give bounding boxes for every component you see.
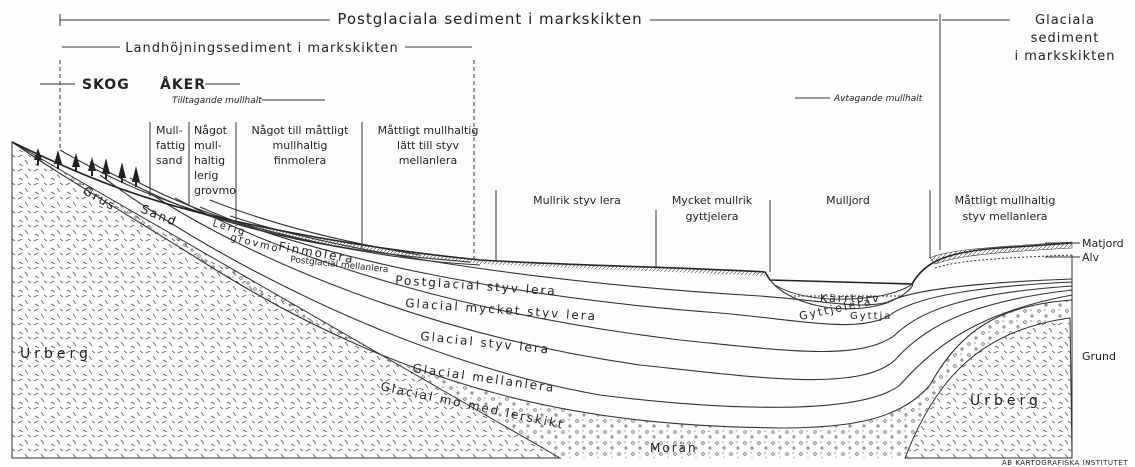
label-matjord: Matjord xyxy=(1082,237,1124,250)
label-avtagande: Avtagande mullhalt xyxy=(833,94,923,104)
svg-text:Postglacial styv lera: Postglacial styv lera xyxy=(395,273,557,298)
svg-text:Urberg: Urberg xyxy=(970,393,1042,409)
svg-text:Gyttja: Gyttja xyxy=(850,311,892,322)
svg-text:lätt till styv: lätt till styv xyxy=(397,139,459,152)
svg-text:fattig: fattig xyxy=(156,139,185,152)
svg-text:Morän: Morän xyxy=(650,441,698,455)
label-aker: ÅKER xyxy=(160,76,206,93)
header-landhojning: Landhöjningssediment i markskikten xyxy=(125,41,398,56)
svg-text:Mull-: Mull- xyxy=(156,124,183,137)
svg-text:sand: sand xyxy=(156,154,182,167)
header-postglacial: Postglaciala sediment i markskikten xyxy=(337,10,642,28)
svg-text:mull-: mull- xyxy=(194,139,222,152)
label-skog: SKOG xyxy=(82,77,130,93)
svg-text:Måttligt mullhaltig: Måttligt mullhaltig xyxy=(378,124,479,137)
header-glaciala-line2: sediment xyxy=(1031,31,1100,46)
svg-text:styv mellanlera: styv mellanlera xyxy=(963,210,1048,223)
svg-text:Mullrik styv lera: Mullrik styv lera xyxy=(533,194,621,207)
svg-text:haltig: haltig xyxy=(194,154,225,167)
svg-text:Mulljord: Mulljord xyxy=(826,194,870,207)
svg-text:lerig: lerig xyxy=(194,169,218,182)
column-labels: Mull- fattig sand Något mull- haltig ler… xyxy=(156,124,1055,223)
header-glaciala-line1: Glaciala xyxy=(1035,13,1095,28)
publisher-credit: AB KARTOGRAFISKA INSTITUTET xyxy=(1002,459,1128,467)
svg-text:Urberg: Urberg xyxy=(20,346,92,362)
svg-text:Något: Något xyxy=(194,124,228,137)
svg-text:finmolera: finmolera xyxy=(274,154,326,167)
svg-text:Måttligt mullhaltig: Måttligt mullhaltig xyxy=(955,194,1056,207)
svg-text:Mycket mullrik: Mycket mullrik xyxy=(672,194,753,207)
header-glaciala-line3: i markskikten xyxy=(1014,49,1115,64)
svg-text:grovmo: grovmo xyxy=(194,184,236,197)
label-grund: Grund xyxy=(1082,350,1116,363)
svg-text:mullhaltig: mullhaltig xyxy=(273,139,328,152)
svg-text:gyttjelera: gyttjelera xyxy=(685,210,738,223)
svg-text:mellanlera: mellanlera xyxy=(399,154,457,167)
label-tilltagande: Tilltagande mullhalt xyxy=(172,96,262,106)
topsoil-right xyxy=(930,242,1072,264)
label-alv: Alv xyxy=(1082,251,1100,264)
svg-text:Något till måttligt: Något till måttligt xyxy=(252,124,350,137)
